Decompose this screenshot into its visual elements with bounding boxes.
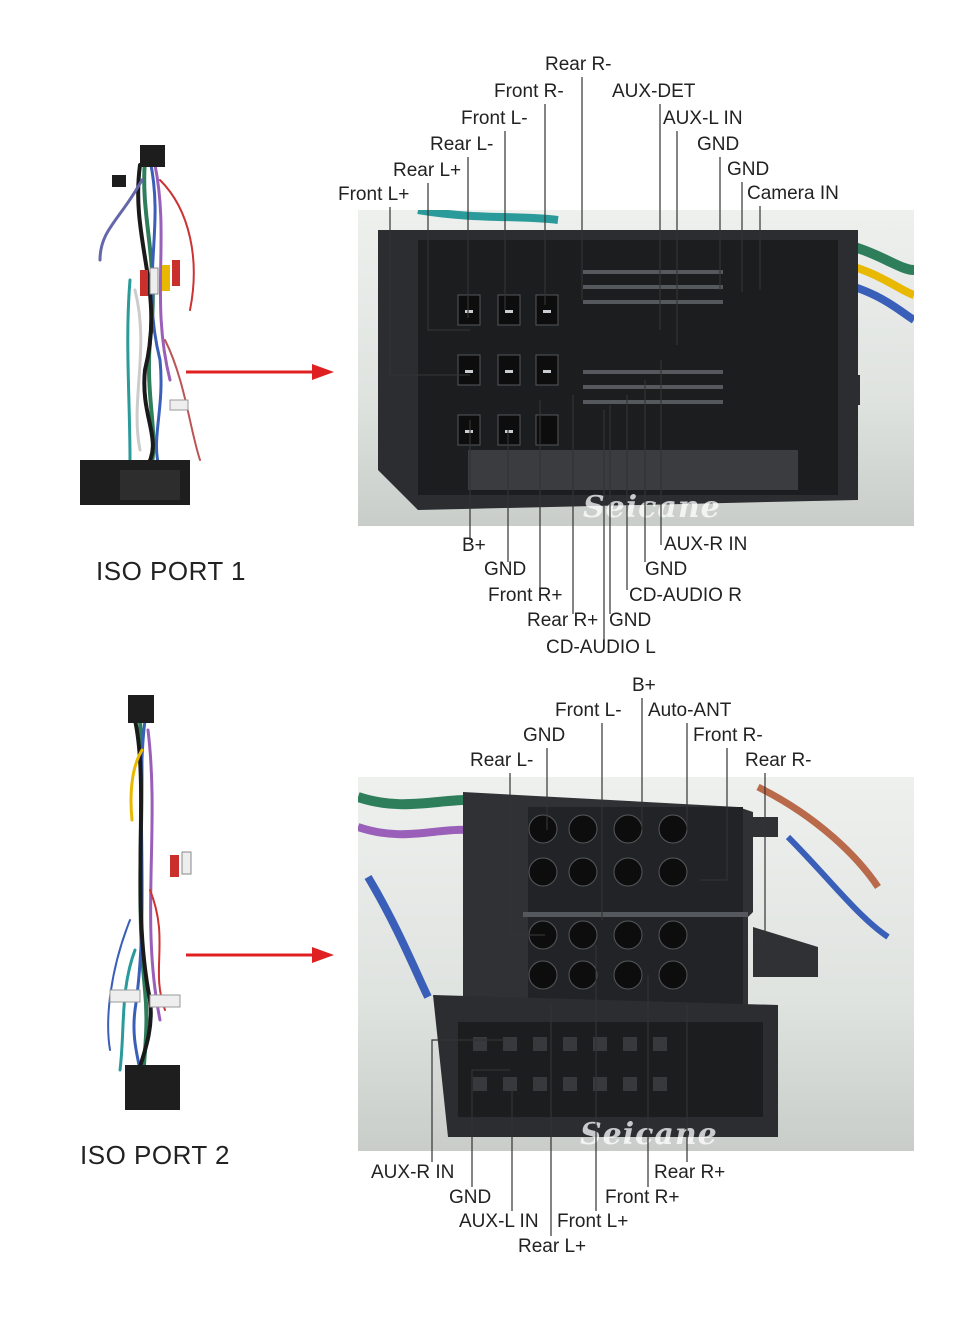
- port1-harness-image: [80, 145, 201, 505]
- port1-label-gnd-1: GND: [697, 134, 740, 155]
- port2-arrow-icon: [186, 947, 334, 963]
- port2-label-gnd-1: GND: [523, 725, 566, 746]
- port1-leader-lines: [389, 77, 761, 640]
- port2-label-aux-l-in: AUX-L IN: [459, 1211, 539, 1232]
- port1-label-b-plus: B+: [462, 535, 486, 556]
- port2-label-auto-ant: Auto-ANT: [648, 700, 732, 721]
- port1-label-gnd-5: GND: [609, 610, 652, 631]
- port1-label-gnd-4: GND: [645, 559, 688, 580]
- port1-label-aux-l-in: AUX-L IN: [663, 108, 743, 129]
- port2-label-rear-r-plus: Rear R+: [654, 1162, 726, 1183]
- port2-label-front-l-plus: Front L+: [557, 1211, 629, 1232]
- port2-label-front-r-plus: Front R+: [605, 1187, 680, 1208]
- port1-label-gnd-3: GND: [484, 559, 527, 580]
- port2-label-front-l-minus: Front L-: [555, 700, 622, 721]
- port1-label-camera-in: Camera IN: [747, 183, 839, 204]
- port1-label-aux-det: AUX-DET: [612, 81, 696, 102]
- port1-watermark: Seicane: [583, 490, 721, 525]
- port2-label-rear-l-minus: Rear L-: [470, 750, 534, 771]
- port2-label-rear-l-plus: Rear L+: [518, 1236, 587, 1257]
- port2-label-gnd-2: GND: [449, 1187, 492, 1208]
- port1-label-front-r-minus: Front R-: [494, 81, 564, 102]
- port1-title: ISO PORT 1: [96, 556, 246, 586]
- port1-label-front-r-plus: Front R+: [488, 585, 563, 606]
- port1-label-rear-l-minus: Rear L-: [430, 134, 494, 155]
- port1-label-aux-r-in: AUX-R IN: [664, 534, 748, 555]
- port2-title: ISO PORT 2: [80, 1140, 230, 1170]
- port1-label-rear-l-plus: Rear L+: [393, 160, 462, 181]
- port2-label-b-plus: B+: [632, 675, 656, 696]
- port1-label-front-l-minus: Front L-: [461, 108, 528, 129]
- port2-connector-photo: Seicane: [358, 777, 914, 1151]
- port1-label-rear-r-minus: Rear R-: [545, 54, 612, 75]
- port2-harness-image: [107, 695, 192, 1110]
- port1-label-cd-audio-r: CD-AUDIO R: [629, 585, 742, 606]
- port1-connector-photo: Seicane: [358, 210, 914, 526]
- port2-label-front-r-minus: Front R-: [693, 725, 763, 746]
- port2-label-rear-r-minus: Rear R-: [745, 750, 812, 771]
- port1-label-front-l-plus: Front L+: [338, 184, 410, 205]
- port1-label-rear-r-plus: Rear R+: [527, 610, 599, 631]
- port1-label-cd-audio-l: CD-AUDIO L: [546, 637, 656, 658]
- port2-label-aux-r-in: AUX-R IN: [371, 1162, 455, 1183]
- port1-arrow-icon: [186, 364, 334, 380]
- port1-label-gnd-2: GND: [727, 159, 770, 180]
